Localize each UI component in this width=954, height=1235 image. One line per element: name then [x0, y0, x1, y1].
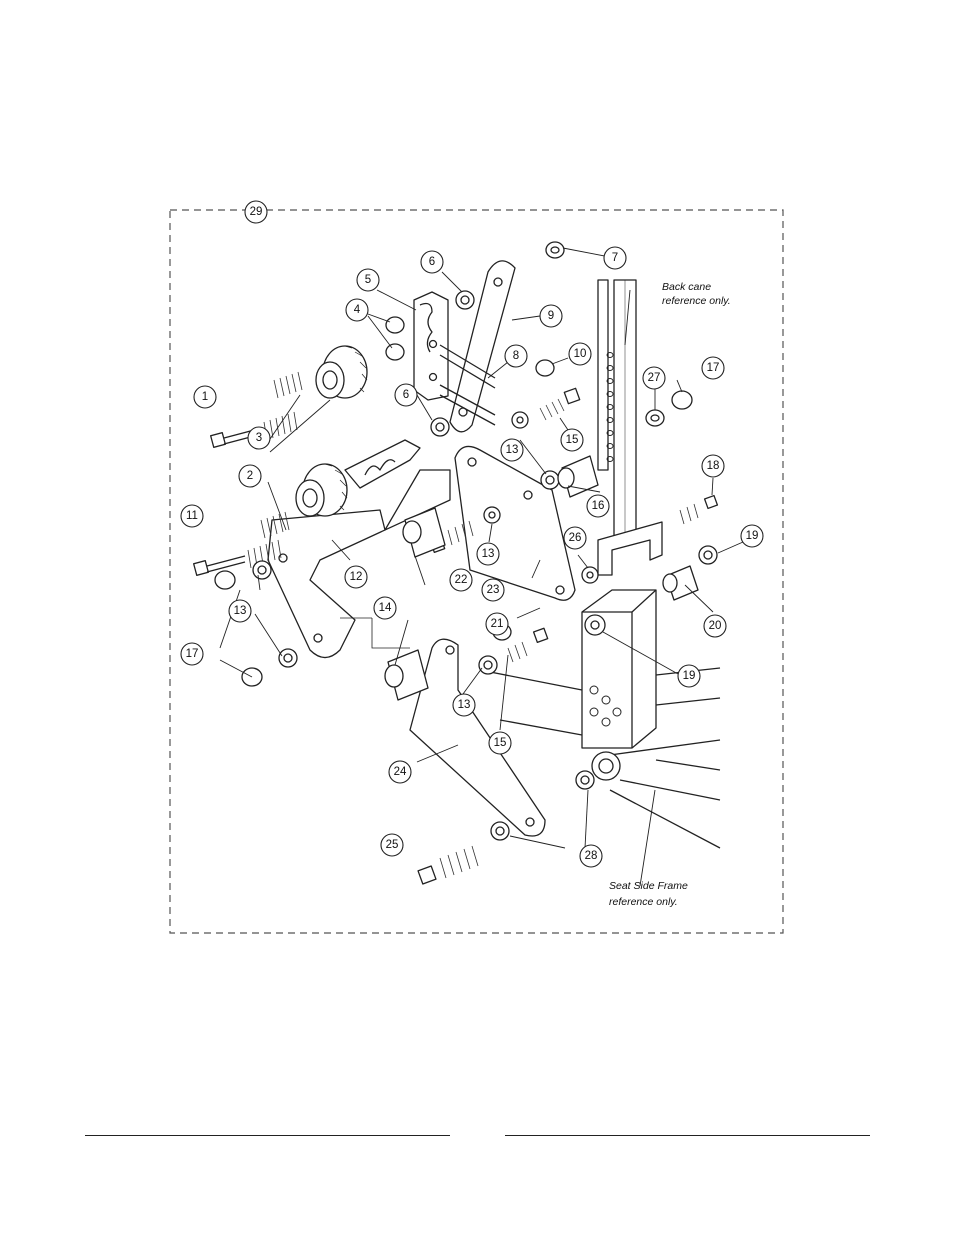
svg-text:4: 4 — [354, 304, 361, 316]
callout-2: 2 — [239, 465, 261, 487]
callout-15-b: 15 — [489, 732, 511, 754]
callout-13-b: 13 — [477, 543, 499, 565]
footer-rule-right — [505, 1135, 870, 1136]
callout-6-upper: 6 — [421, 251, 443, 273]
callout-13-a: 13 — [501, 439, 523, 461]
svg-text:19: 19 — [746, 530, 759, 542]
svg-text:15: 15 — [494, 737, 507, 749]
bolt-15-upper — [540, 388, 580, 420]
svg-text:15: 15 — [566, 434, 579, 446]
svg-text:6: 6 — [403, 389, 409, 401]
plate-12 — [268, 470, 450, 658]
springs-2 — [261, 372, 302, 538]
callout-3: 3 — [248, 427, 270, 449]
svg-text:23: 23 — [487, 584, 500, 596]
callout-17-a: 17 — [702, 357, 724, 379]
callout-15-a: 15 — [561, 429, 583, 451]
svg-text:28: 28 — [585, 850, 598, 862]
bolt-15-lower — [508, 628, 548, 662]
callout-21: 21 — [486, 613, 508, 635]
callout-11: 11 — [181, 505, 203, 527]
svg-text:14: 14 — [379, 602, 392, 614]
svg-text:21: 21 — [491, 618, 504, 630]
svg-text:25: 25 — [386, 839, 399, 851]
svg-text:17: 17 — [186, 648, 199, 660]
callout-14: 14 — [374, 597, 396, 619]
footer-rule-left — [85, 1135, 450, 1136]
callout-20: 20 — [704, 615, 726, 637]
svg-text:29: 29 — [250, 206, 263, 218]
callout-18: 18 — [702, 455, 724, 477]
callout-23: 23 — [482, 579, 504, 601]
callout-25: 25 — [381, 834, 403, 856]
svg-text:16: 16 — [592, 500, 605, 512]
svg-text:2: 2 — [247, 470, 253, 482]
callout-7: 7 — [604, 247, 626, 269]
callout-24: 24 — [389, 761, 411, 783]
svg-text:11: 11 — [186, 510, 198, 522]
svg-text:13: 13 — [234, 605, 247, 617]
plate-23 — [455, 446, 575, 600]
callout-4: 4 — [346, 299, 368, 321]
callout-12: 12 — [345, 566, 367, 588]
svg-text:6: 6 — [429, 256, 435, 268]
back-cane-ref-line2: reference only. — [662, 295, 731, 307]
svg-text:9: 9 — [548, 310, 554, 322]
callout-27: 27 — [643, 367, 665, 389]
svg-text:27: 27 — [648, 372, 661, 384]
svg-text:19: 19 — [683, 670, 696, 682]
callout-13-d: 13 — [453, 694, 475, 716]
callout-26: 26 — [564, 527, 586, 549]
callout-28: 28 — [580, 845, 602, 867]
callout-19-a: 19 — [741, 525, 763, 547]
callout-13-c: 13 — [229, 600, 251, 622]
knob-lower — [296, 464, 347, 516]
callout-17-b: 17 — [181, 643, 203, 665]
svg-text:1: 1 — [202, 391, 208, 403]
callout-8: 8 — [505, 345, 527, 367]
back-cane — [598, 280, 662, 575]
svg-text:8: 8 — [513, 350, 519, 362]
callout-5: 5 — [357, 269, 379, 291]
callout-22: 22 — [450, 569, 472, 591]
seat-frame-ref-line1: Seat Side Frame — [609, 880, 688, 892]
svg-text:13: 13 — [458, 699, 471, 711]
callout-1: 1 — [194, 386, 216, 408]
svg-text:5: 5 — [365, 274, 371, 286]
callout-16: 16 — [587, 495, 609, 517]
callout-9: 9 — [540, 305, 562, 327]
svg-text:17: 17 — [707, 362, 720, 374]
svg-text:22: 22 — [455, 574, 468, 586]
callout-6-lower: 6 — [395, 384, 417, 406]
back-cane-ref-line1: Back cane — [662, 281, 711, 293]
callout-29: 29 — [245, 201, 267, 223]
bolt-25 — [418, 846, 478, 884]
callout-19-b: 19 — [678, 665, 700, 687]
svg-text:12: 12 — [350, 571, 363, 583]
svg-text:20: 20 — [709, 620, 722, 632]
svg-text:7: 7 — [612, 252, 618, 264]
svg-text:26: 26 — [569, 532, 582, 544]
svg-text:13: 13 — [482, 548, 495, 560]
knob-upper — [316, 346, 367, 398]
svg-text:18: 18 — [707, 460, 720, 472]
svg-text:13: 13 — [506, 444, 519, 456]
svg-text:24: 24 — [394, 766, 407, 778]
callout-10: 10 — [569, 343, 591, 365]
bolt-18 — [680, 496, 717, 524]
svg-text:3: 3 — [256, 432, 262, 444]
plate-24 — [410, 639, 545, 836]
svg-text:10: 10 — [574, 348, 587, 360]
seat-frame-ref-line2: reference only. — [609, 896, 678, 908]
